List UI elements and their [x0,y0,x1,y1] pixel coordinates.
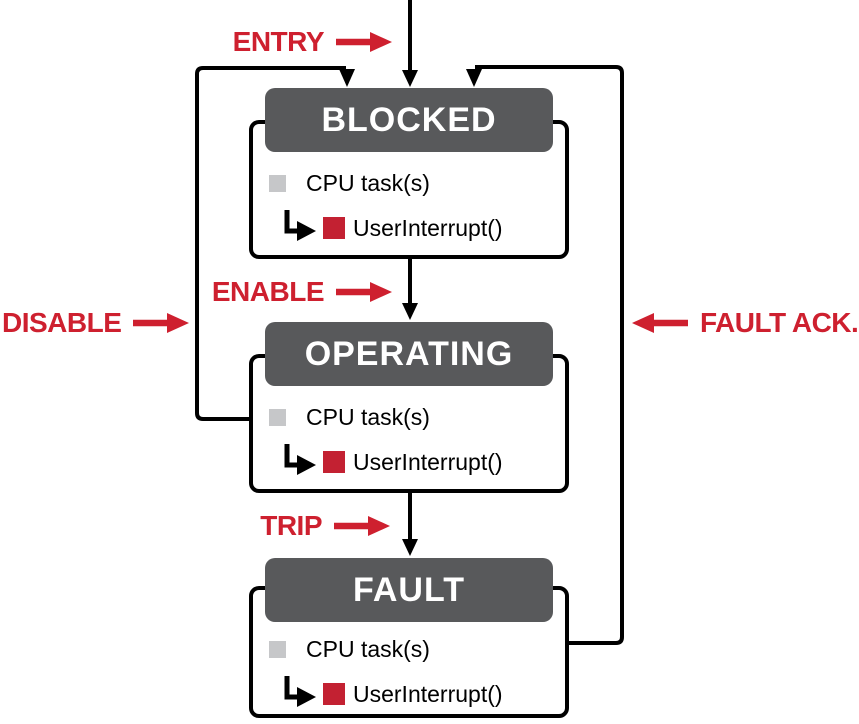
task-label: UserInterrupt() [353,214,503,241]
state-header: OPERATING [265,322,553,386]
task-row: UserInterrupt() [283,444,565,477]
transition-enable: ENABLE [212,276,392,308]
user-interrupt-square-icon [323,451,345,473]
task-row: UserInterrupt() [283,676,565,709]
task-label: UserInterrupt() [353,448,503,475]
transition-trip-label: TRIP [260,510,322,541]
disable-loop-arrowhead-icon [339,69,355,87]
red-arrow-left-icon [632,313,688,333]
state-title: BLOCKED [321,100,497,139]
trip-arrowhead-icon [402,539,418,556]
state-fault: CPU task(s) UserInterrupt() FAULT [249,558,569,718]
entry-arrowhead-icon [402,70,418,87]
cpu-task-square-icon [269,174,286,192]
red-arrow-right-icon [334,516,390,536]
interrupt-elbow-arrow-icon [284,210,316,241]
task-row: CPU task(s) [269,635,565,663]
transition-fault-ack-label: FAULT ACK. [700,307,859,338]
task-row: UserInterrupt() [283,210,565,243]
state-title: OPERATING [304,334,514,373]
transition-disable: DISABLE [2,307,190,339]
task-label: CPU task(s) [306,169,430,196]
state-title: FAULT [352,570,465,609]
transition-enable-label: ENABLE [211,276,325,307]
user-interrupt-square-icon [323,217,345,239]
red-arrow-right-icon [336,32,392,52]
enable-arrowhead-icon [402,303,418,320]
cpu-task-square-icon [269,640,286,658]
state-operating: CPU task(s) UserInterrupt() OPERATING [249,322,569,493]
task-row: CPU task(s) [269,403,565,431]
transition-entry: ENTRY [233,26,392,58]
transition-fault-ack: FAULT ACK. [632,307,859,339]
transition-trip: TRIP [260,510,390,542]
interrupt-elbow-arrow-icon [284,676,316,707]
state-header: FAULT [265,558,553,622]
transition-disable-label: DISABLE [2,307,122,338]
cpu-task-square-icon [269,408,286,426]
user-interrupt-square-icon [323,683,345,705]
red-arrow-right-icon [133,313,190,333]
red-arrow-right-icon [336,282,392,302]
task-label: CPU task(s) [306,403,430,430]
interrupt-elbow-arrow-icon [284,444,316,475]
state-blocked: CPU task(s) UserInterrupt() BLOCKED [249,88,569,259]
state-header: BLOCKED [265,88,553,152]
task-row: CPU task(s) [269,169,565,197]
transition-entry-label: ENTRY [232,26,325,57]
task-label: CPU task(s) [306,635,430,662]
fault-ack-loop-arrowhead-icon [466,69,482,87]
task-label: UserInterrupt() [353,680,503,707]
